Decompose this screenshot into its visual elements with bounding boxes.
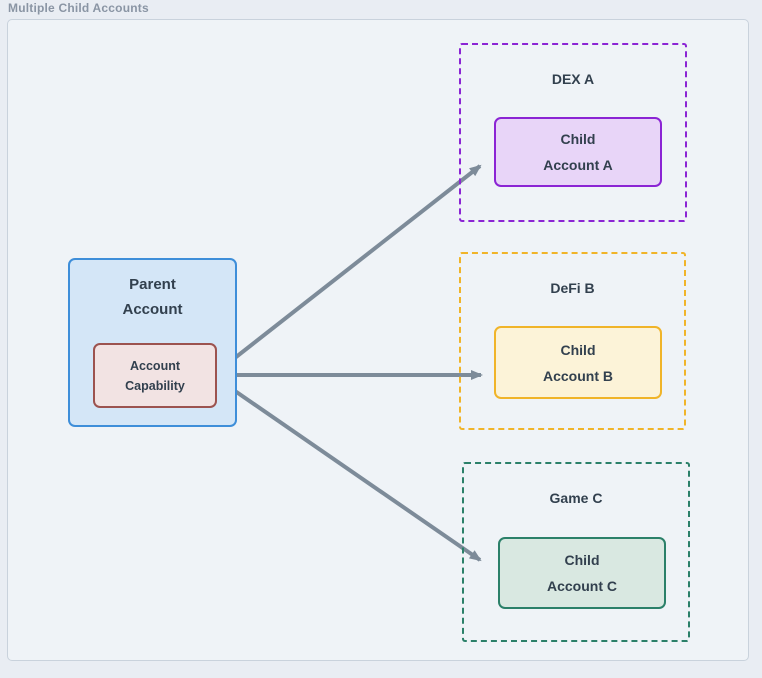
env-defi-b-label: DeFi B (550, 280, 595, 296)
child-account-c-label: Child Account C (547, 552, 617, 594)
account-capability-node: Account Capability (93, 343, 217, 408)
env-game-c-label: Game C (549, 490, 603, 506)
env-dex-a-label: DEX A (551, 71, 595, 87)
env-defi-b: DeFi B Child Account B (459, 252, 686, 430)
child-account-c-node: Child Account C (498, 537, 666, 609)
parent-account-label: Parent Account (122, 276, 183, 318)
child-account-b-node: Child Account B (494, 326, 662, 399)
account-capability-label: Account Capability (125, 358, 185, 393)
diagram-title: Multiple Child Accounts (8, 1, 149, 15)
parent-account-node: Parent Account Account Capability (68, 258, 237, 427)
child-account-b-label: Child Account B (543, 341, 613, 384)
env-dex-a: DEX A Child Account A (459, 43, 687, 222)
child-account-a-node: Child Account A (494, 117, 662, 187)
env-game-c: Game C Child Account C (462, 462, 690, 642)
child-account-a-label: Child Account A (543, 131, 613, 173)
